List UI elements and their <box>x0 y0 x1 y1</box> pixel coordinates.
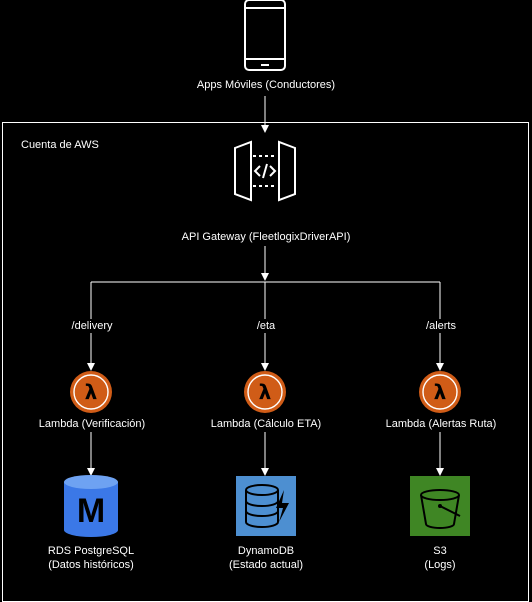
route-delivery-label: /delivery <box>60 319 124 333</box>
mobile-apps-label: Apps Móviles (Conductores) <box>187 78 345 92</box>
s3-description: (Logs) <box>424 559 456 571</box>
api-gateway-icon <box>234 140 296 202</box>
lambda-icon: λ <box>244 371 286 413</box>
svg-text:λ: λ <box>434 380 447 404</box>
lambda-alertas-ruta-label: Lambda (Alertas Ruta) <box>376 417 506 431</box>
s3-bucket-icon <box>410 476 470 536</box>
dynamodb-name: DynamoDB <box>237 545 295 557</box>
s3-label: S3 (Logs) <box>410 544 470 572</box>
rds-label: RDS PostgreSQL (Datos históricos) <box>35 544 147 572</box>
rds-name: RDS PostgreSQL <box>47 545 135 557</box>
route-alerts-label: /alerts <box>419 319 463 333</box>
rds-description: (Datos históricos) <box>48 559 134 571</box>
aws-account-title: Cuenta de AWS <box>21 139 99 151</box>
api-gateway-label: API Gateway (FleetlogixDriverAPI) <box>167 230 365 244</box>
lambda-icon: λ <box>419 371 461 413</box>
route-eta-label: /eta <box>250 319 282 333</box>
s3-name: S3 <box>433 545 447 557</box>
dynamodb-description: (Estado actual) <box>229 559 303 571</box>
lambda-icon: λ <box>70 371 112 413</box>
svg-text:M: M <box>77 492 105 530</box>
svg-text:λ: λ <box>259 380 272 404</box>
lambda-verificacion-label: Lambda (Verificación) <box>29 417 155 431</box>
lambda-calculo-eta-label: Lambda (Cálculo ETA) <box>202 417 330 431</box>
dynamodb-icon <box>236 476 296 536</box>
svg-text:λ: λ <box>85 380 98 404</box>
mobile-phone-icon <box>244 0 286 71</box>
dynamodb-label: DynamoDB (Estado actual) <box>222 544 310 572</box>
rds-database-icon: M <box>64 475 118 537</box>
